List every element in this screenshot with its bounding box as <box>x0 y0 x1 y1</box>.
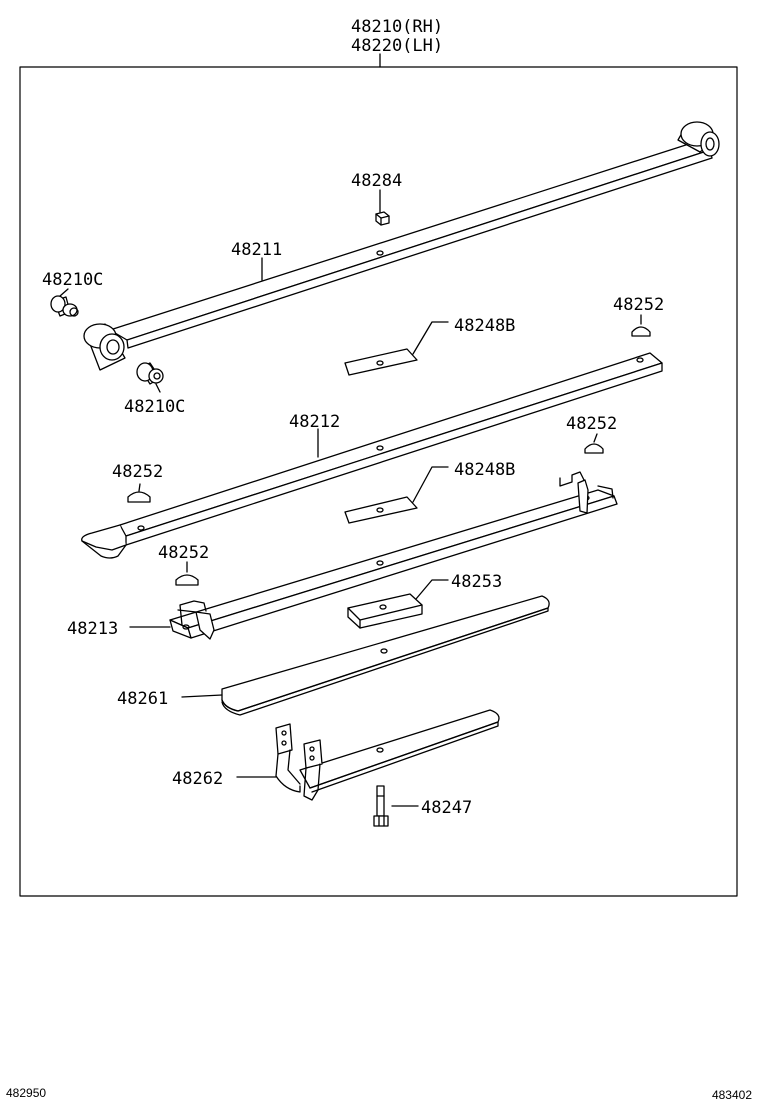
bushing-48210c-bottom <box>136 362 164 385</box>
label-48248b-b: 48248B <box>454 460 515 480</box>
label-48210c-top: 48210C <box>42 270 103 290</box>
label-48252-a: 48252 <box>613 295 664 315</box>
illustration-code-right: 483402 <box>711 1088 752 1102</box>
main-leaf-48211 <box>83 121 720 371</box>
label-48261: 48261 <box>117 689 168 709</box>
label-48252-d: 48252 <box>158 543 209 563</box>
leaf-48261 <box>181 595 550 716</box>
bolt-48247 <box>373 785 419 827</box>
label-48212: 48212 <box>289 412 340 432</box>
pad-48252-a <box>631 314 651 337</box>
assembly-frame <box>19 66 738 897</box>
illustration-code-left: 482950 <box>6 1086 47 1100</box>
header-part-rh: 48210(RH) <box>351 17 443 37</box>
label-48252-b: 48252 <box>566 414 617 434</box>
leaf-48212 <box>81 352 663 559</box>
pad-48252-c <box>127 483 151 503</box>
nut-48284 <box>375 189 390 226</box>
label-48253: 48253 <box>451 572 502 592</box>
label-48210c-bottom: 48210C <box>124 397 185 417</box>
leader-48210c-bottom <box>155 383 161 393</box>
leaf-48262 <box>236 709 500 801</box>
leaf-48213 <box>129 471 618 640</box>
spacer-48253 <box>347 579 449 629</box>
label-48248b-a: 48248B <box>454 316 515 336</box>
label-48211: 48211 <box>231 240 282 260</box>
bushing-48210c-top <box>50 288 79 317</box>
label-48247: 48247 <box>421 798 472 818</box>
pad-48252-b <box>584 433 604 454</box>
label-48213: 48213 <box>67 619 118 639</box>
plate-48248b-a <box>344 321 449 376</box>
label-48284: 48284 <box>351 171 402 191</box>
label-48252-c: 48252 <box>112 462 163 482</box>
label-48262: 48262 <box>172 769 223 789</box>
pad-48252-d <box>175 561 199 586</box>
plate-48248b-b <box>344 466 449 524</box>
header-part-lh: 48220(LH) <box>351 36 443 56</box>
